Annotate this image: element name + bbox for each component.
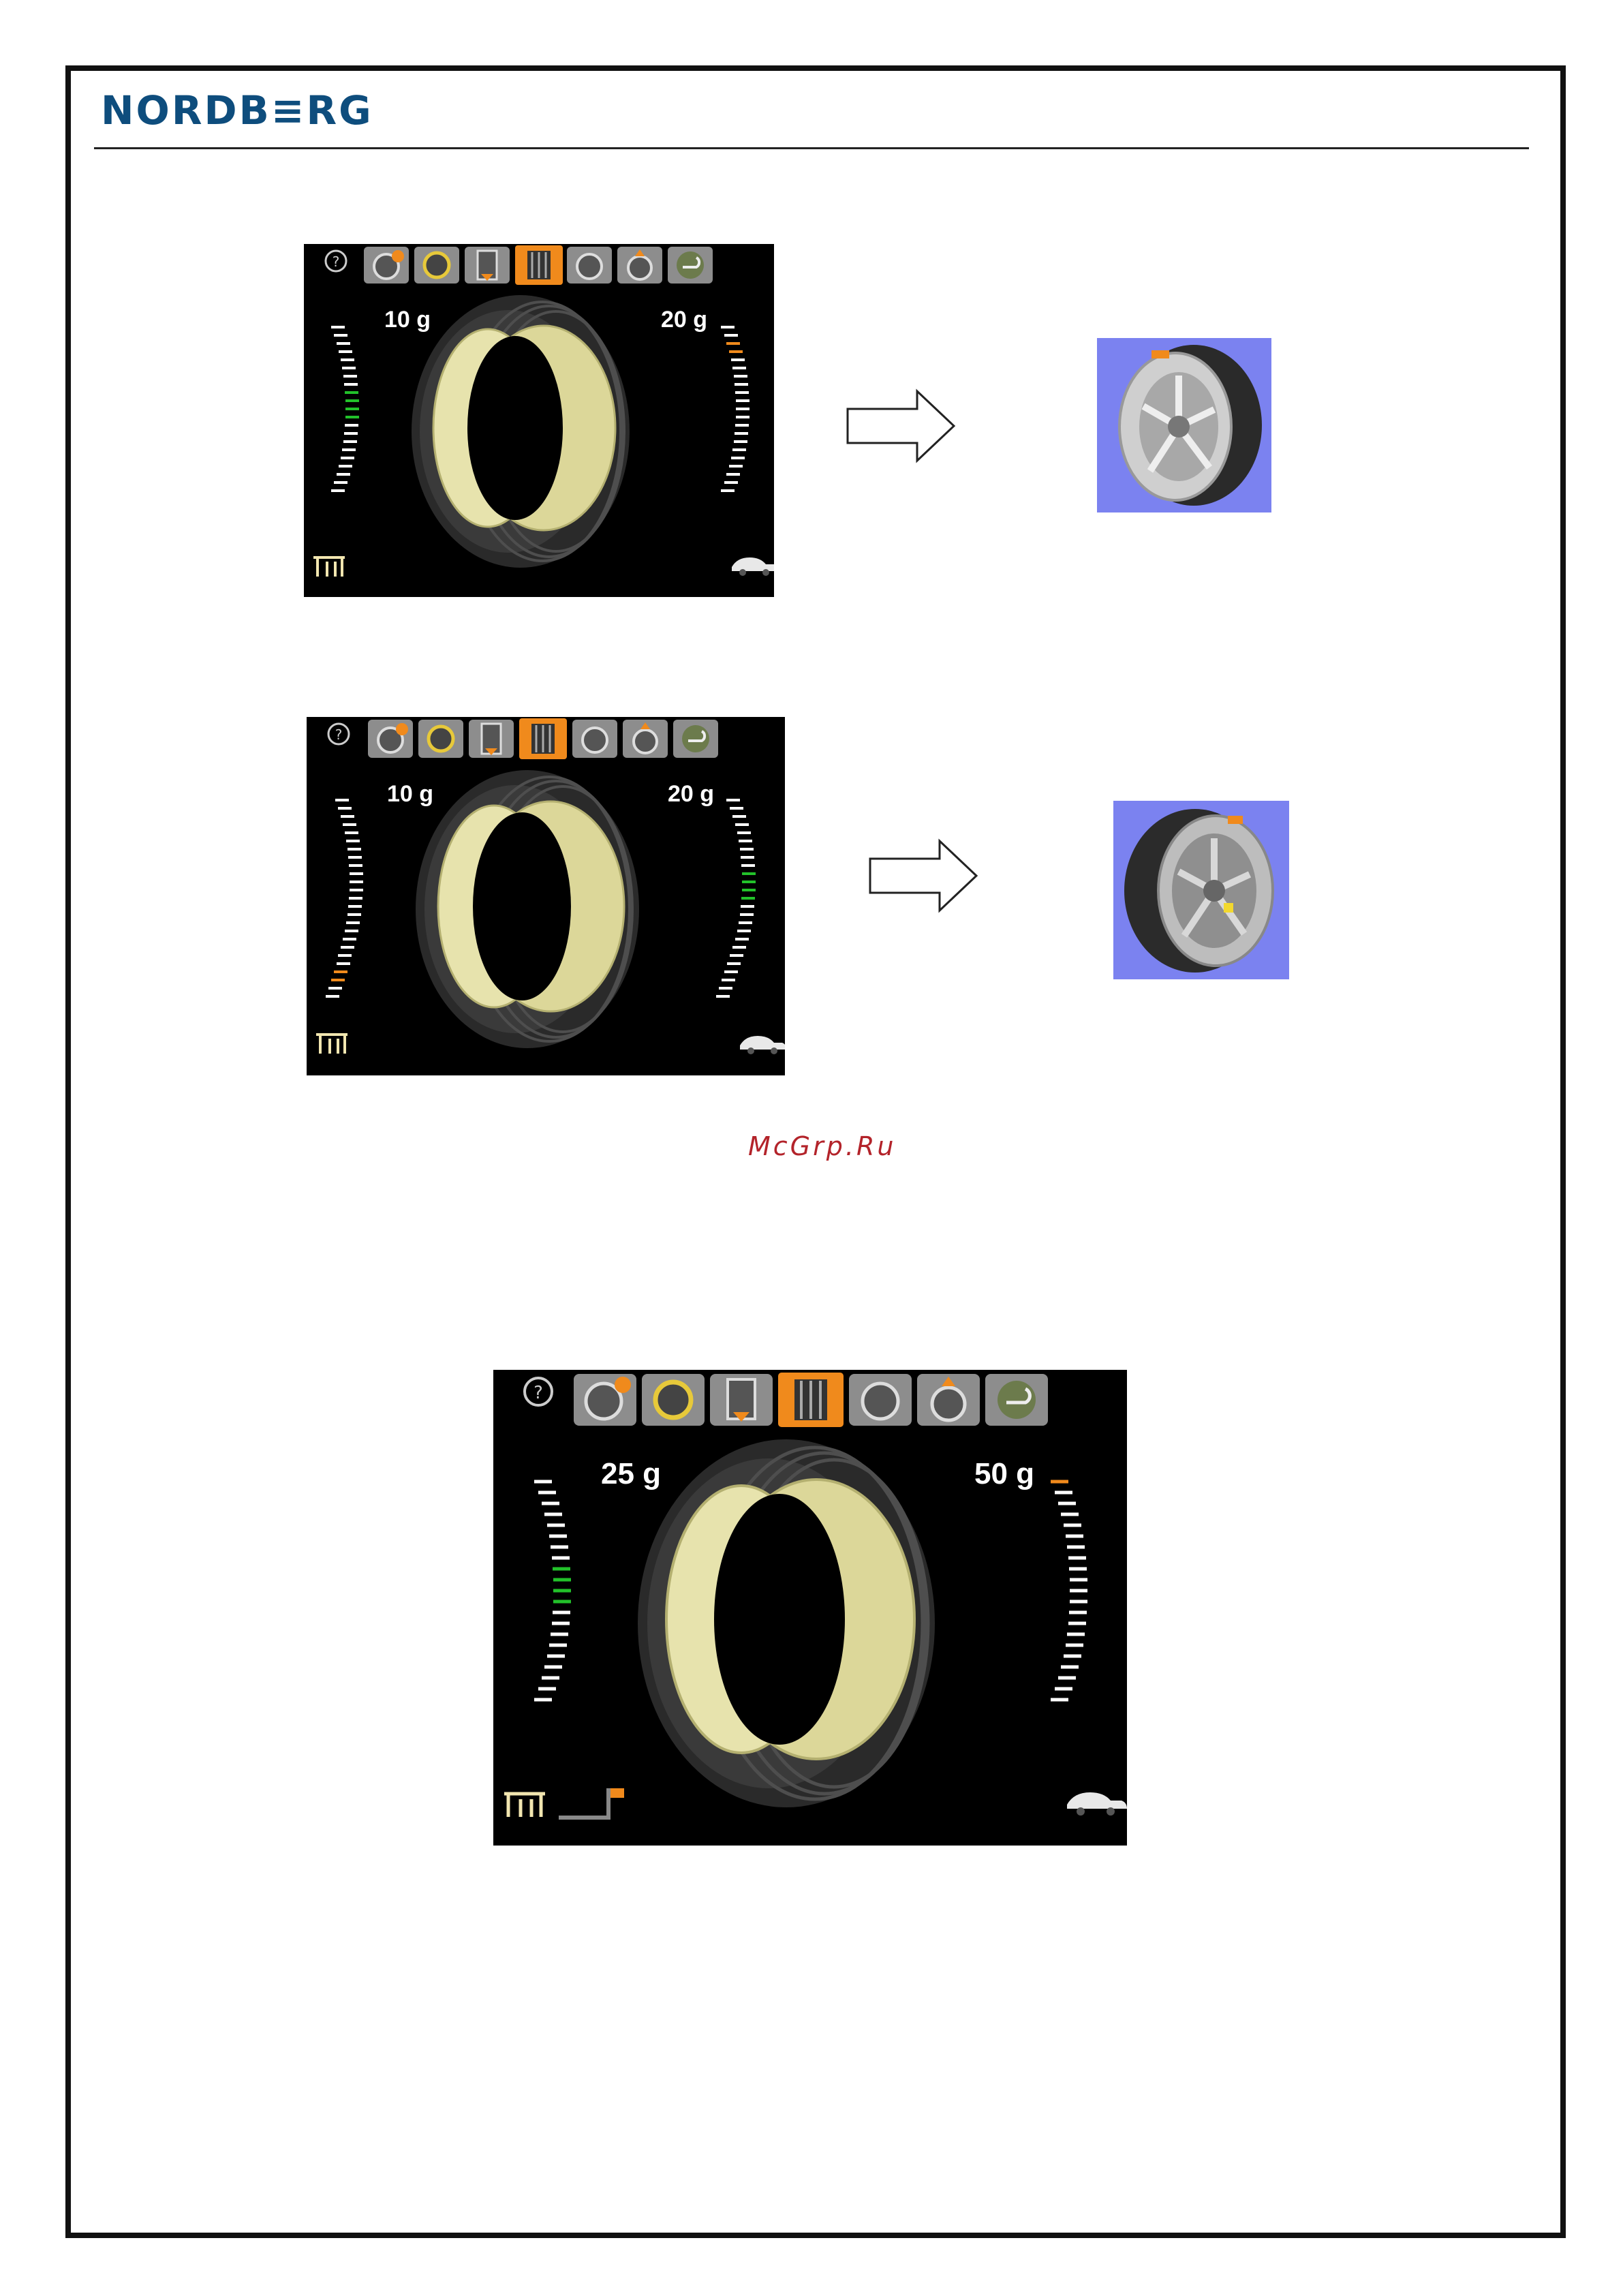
balancer-icon [316, 1035, 347, 1054]
clipped-text-line [300, 702, 913, 713]
screen-3-graphics: ? [493, 1370, 1127, 1846]
wheel-icon [1097, 338, 1271, 512]
left-balance-scale [331, 327, 359, 491]
watermark: McGrp.Ru [748, 1131, 896, 1161]
right-weight-value: 20 g [661, 307, 707, 333]
arrow-right-icon [867, 838, 980, 913]
wheel-icon [1113, 801, 1289, 979]
weight-applicator-icon [559, 1788, 624, 1820]
car-icon [740, 1036, 785, 1054]
right-balance-scale [721, 327, 749, 491]
car-icon [1067, 1792, 1127, 1816]
arrow-right-icon [845, 388, 957, 463]
car-icon [732, 557, 774, 576]
right-balance-scale [1051, 1482, 1087, 1700]
balancer-icon [504, 1794, 545, 1817]
wheel-thumbnail-1 [1097, 338, 1271, 512]
screen-2-graphics: ? [307, 717, 785, 1075]
balancer-screen-2: ? [307, 717, 785, 1075]
tire-graphic [416, 770, 639, 1048]
left-weight-value: 25 g [601, 1457, 661, 1491]
balancer-screen-3: ? [493, 1370, 1127, 1846]
toolbar: ? [328, 718, 718, 759]
tire-graphic [412, 295, 630, 568]
tire-graphic [638, 1439, 935, 1807]
svg-text:?: ? [333, 254, 340, 270]
right-weight-value: 50 g [974, 1457, 1034, 1491]
toolbar: ? [525, 1373, 1048, 1427]
svg-text:?: ? [335, 726, 343, 743]
left-weight-value: 10 g [384, 307, 431, 333]
svg-text:?: ? [534, 1383, 543, 1403]
toolbar: ? [326, 245, 713, 285]
left-balance-scale [326, 800, 363, 996]
wheel-thumbnail-2 [1113, 801, 1289, 979]
left-balance-scale [534, 1482, 571, 1700]
clipped-text-line [300, 1081, 927, 1090]
header-rule [94, 147, 1529, 149]
left-weight-value: 10 g [387, 781, 433, 808]
screen-1-graphics: ? [304, 244, 774, 597]
right-balance-scale [716, 800, 756, 996]
right-weight-value: 20 g [668, 781, 714, 808]
balancer-screen-1: ? [304, 244, 774, 597]
brand-logo: NORDB≡RG [101, 87, 373, 134]
balancer-icon [313, 557, 345, 577]
